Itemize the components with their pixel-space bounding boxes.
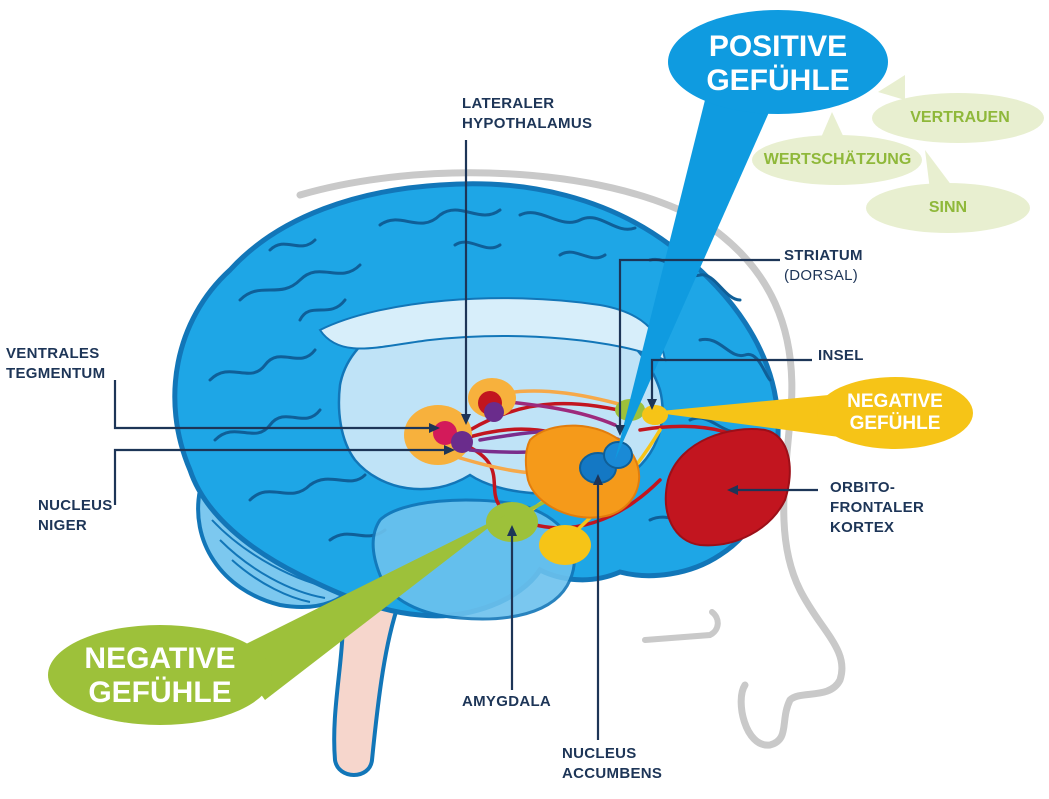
label-nucleus-niger-line-1: NUCLEUS — [38, 497, 113, 514]
label-lateraler-hypothalamus-line-2: HYPOTHALAMUS — [462, 115, 593, 132]
label-nucleus-niger: NUCLEUS NIGER — [38, 496, 113, 536]
negative-bubble-right — [817, 377, 973, 449]
label-amygdala: AMYGDALA — [462, 693, 552, 710]
label-insel: INSEL — [818, 347, 864, 364]
positive-bubble-text: POSITIVE GEFÜHLE — [688, 30, 868, 98]
value-bubble-sinn — [866, 183, 1030, 233]
label-orbitofrontaler-kortex-line-1: ORBITO- — [830, 479, 896, 496]
negative-left-text: NEGATIVE GEFÜHLE — [70, 642, 250, 710]
label-ventrales-tegmentum-line-1: VENTRALES — [6, 345, 100, 362]
ventral-tegmentum-dot — [433, 421, 457, 445]
nucleus-niger-dot — [451, 431, 473, 453]
label-nucleus-niger-line-2: NIGER — [38, 517, 88, 534]
accumbens-blob-2 — [603, 441, 633, 469]
positive-line-2: GEFÜHLE — [706, 64, 850, 97]
label-striatum: STRIATUM (DORSAL) — [784, 246, 863, 286]
pointer-lines — [113, 140, 818, 740]
negative-right-line-1: NEGATIVE — [847, 391, 943, 412]
value-bubble-wertschaetzung — [752, 135, 922, 185]
negative-left-line-1: NEGATIVE — [84, 642, 236, 675]
temporal-lobe — [371, 498, 576, 621]
amygdala-region — [486, 502, 538, 542]
label-ventrales-tegmentum-line-2: TEGMENTUM — [6, 365, 106, 382]
negative-bubble-left — [48, 625, 272, 725]
value-connector-1 — [878, 75, 905, 100]
value-connector-2 — [820, 112, 845, 140]
label-nucleus-accumbens: NUCLEUS ACCUMBENS — [562, 744, 662, 784]
value-connector-3 — [925, 150, 955, 190]
value-wertschaetzung: WERTSCHÄTZUNG — [763, 151, 912, 168]
positive-bubble — [668, 10, 888, 114]
mouth-line — [642, 609, 721, 643]
label-striatum-line-1: STRIATUM — [784, 247, 863, 264]
negative-left-line-2: GEFÜHLE — [88, 676, 232, 709]
negative-right-text: NEGATIVE GEFÜHLE — [830, 391, 960, 435]
positive-line-1: POSITIVE — [708, 30, 848, 63]
label-lateraler-hypothalamus-line-1: LATERALER — [462, 95, 555, 112]
head-outline — [296, 169, 846, 749]
insel-yellow — [642, 405, 668, 425]
label-striatum-line-2: (DORSAL) — [784, 267, 859, 284]
value-vertrauen: VERTRAUEN — [910, 109, 1010, 126]
label-orbitofrontaler-kortex: ORBITO- FRONTALER KORTEX — [830, 478, 924, 538]
hypothalamus-dot-purple — [484, 402, 504, 422]
value-sinn: SINN — [928, 199, 968, 216]
positive-bubble-tail — [615, 100, 770, 460]
label-ventrales-tegmentum: VENTRALES TEGMENTUM — [6, 344, 105, 384]
negative-bubble-right-tail — [650, 392, 862, 440]
amygdala-yellow — [539, 525, 591, 565]
negative-bubble-left-tail — [230, 515, 505, 700]
negative-right-line-2: GEFÜHLE — [849, 413, 941, 434]
label-nucleus-accumbens-line-1: NUCLEUS — [562, 745, 637, 762]
orbitofrontal-region — [664, 428, 791, 547]
label-nucleus-accumbens-line-2: ACCUMBENS — [562, 765, 663, 782]
value-bubble-vertrauen — [872, 93, 1044, 143]
pointer-arrowheads — [429, 399, 738, 536]
brain-stem — [332, 587, 403, 777]
label-orbitofrontaler-kortex-line-2: FRONTALER — [830, 499, 925, 516]
label-orbitofrontaler-kortex-line-3: KORTEX — [830, 519, 895, 536]
label-lateraler-hypothalamus: LATERALER HYPOTHALAMUS — [462, 94, 592, 134]
